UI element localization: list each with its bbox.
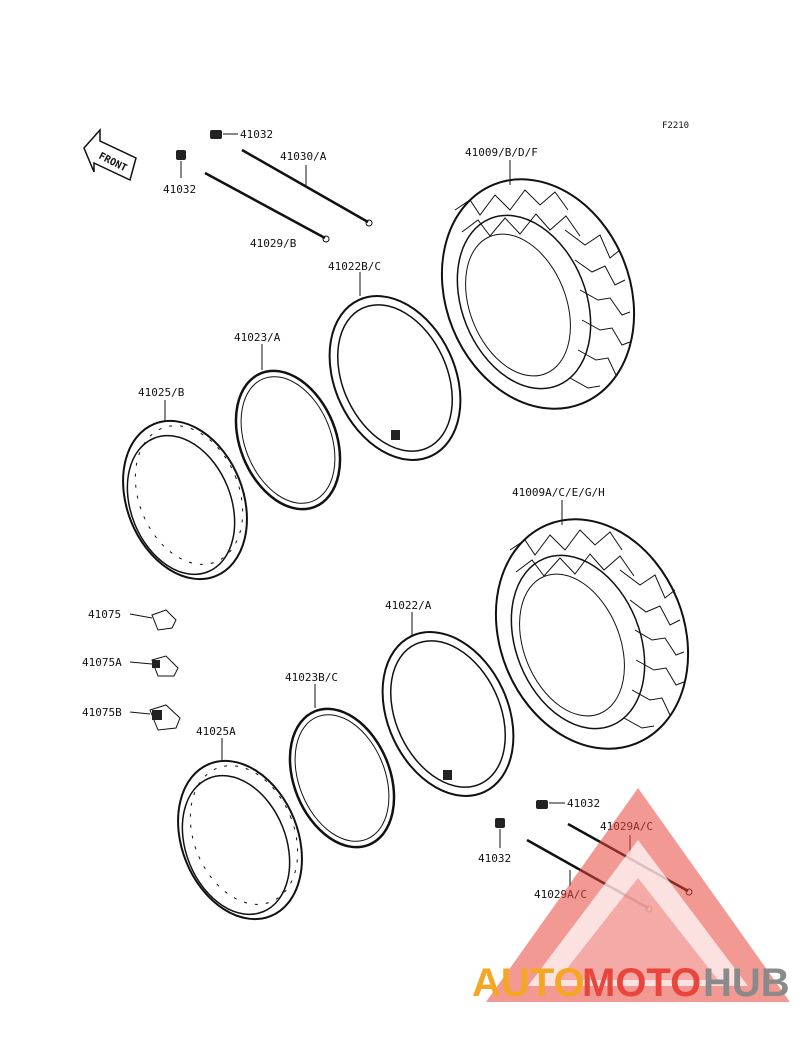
label-rear-rim: 41025/B	[138, 386, 185, 399]
label-front-rim: 41025A	[196, 725, 236, 738]
label-front-rim-band: 41023B/C	[285, 671, 338, 684]
valve-upper-right: 41032	[210, 128, 273, 141]
label-nipple-41075a: 41075A	[82, 656, 122, 669]
label-valve-upper-right: 41032	[240, 128, 273, 141]
label-front-tire: 41009A/C/E/G/H	[512, 486, 605, 499]
front-tube: 41022/A	[381, 599, 515, 797]
nipple-41075b: 41075B	[82, 704, 181, 731]
label-valve-lower-right: 41032	[567, 797, 600, 810]
label-rear-rim-band: 41023/A	[234, 331, 281, 344]
spoke-41029: 41029/B	[204, 171, 330, 250]
label-rear-tire: 41009/B/D/F	[465, 146, 538, 159]
front-rim: 41025A	[177, 725, 303, 921]
label-valve-upper-left: 41032	[163, 183, 196, 196]
rear-tire: 41009/B/D/F	[440, 146, 636, 410]
valve-upper-left: 41032	[163, 150, 196, 196]
watermark-auto: AUTO	[472, 961, 585, 1005]
label-spoke-41029: 41029/B	[250, 237, 297, 250]
front-rim-band: 41023B/C	[285, 671, 396, 849]
label-valve-lower-left: 41032	[478, 852, 511, 865]
watermark-moto: MOTO	[582, 961, 701, 1005]
watermark-logo: AUTO MOTO HUB	[472, 788, 790, 1005]
rear-rim-band: 41023/A	[234, 331, 342, 511]
front-arrow-icon: FRONT	[83, 128, 137, 182]
valve-lower-left: 41032	[478, 818, 511, 865]
label-front-tube: 41022/A	[385, 599, 432, 612]
nipple-41075a: 41075A	[82, 655, 179, 677]
valve-lower-right: 41032	[536, 797, 600, 810]
nipple-41075: 41075	[88, 608, 177, 631]
label-nipple-41075: 41075	[88, 608, 121, 621]
label-spoke-41030: 41030/A	[280, 150, 327, 163]
spoke-41030: 41030/A	[241, 148, 373, 227]
watermark-hub: HUB	[703, 961, 790, 1005]
figure-code: F2210	[662, 121, 689, 131]
label-nipple-41075b: 41075B	[82, 706, 122, 719]
label-rear-tube: 41022B/C	[328, 260, 381, 273]
front-tire: 41009A/C/E/G/H	[494, 486, 690, 750]
rear-tube: 41022B/C	[328, 260, 462, 461]
rear-rim: 41025/B	[122, 386, 248, 581]
